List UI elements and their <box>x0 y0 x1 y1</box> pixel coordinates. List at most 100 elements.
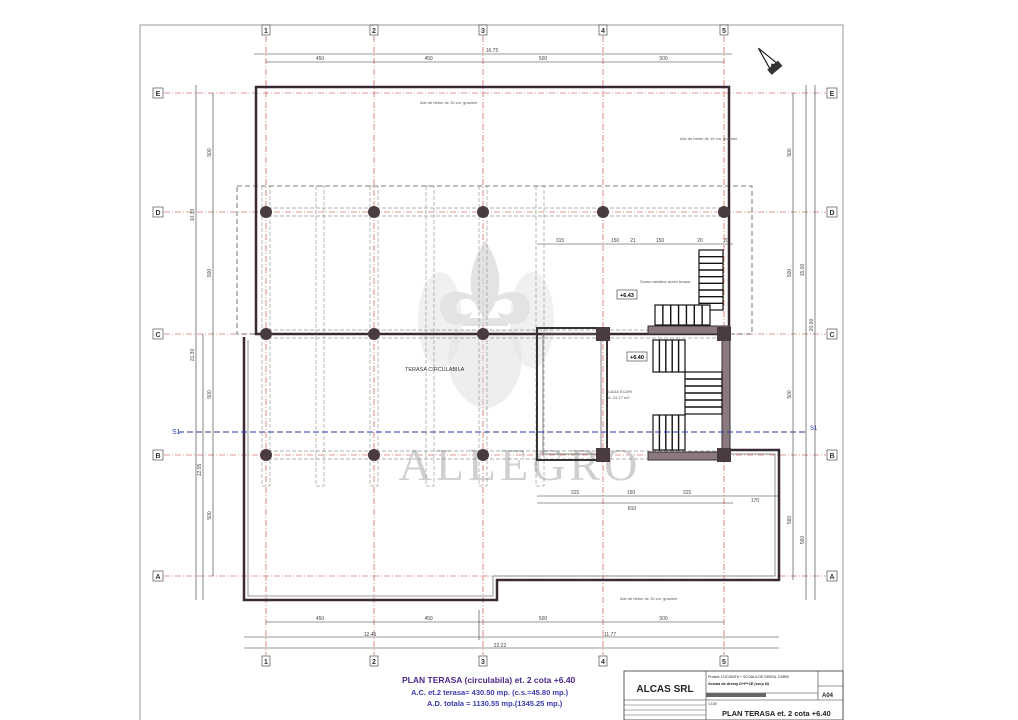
axis-label-2: 2 <box>372 28 376 35</box>
dimension-label: 15.00 <box>800 264 806 277</box>
dimension-label: 170 <box>751 498 760 504</box>
column <box>597 206 609 218</box>
axis-label-C: C <box>155 332 160 339</box>
north-arrow-icon <box>757 47 783 75</box>
level-mark-box <box>616 289 638 300</box>
axis-label-D: D <box>829 210 834 217</box>
axis-label-4: 4 <box>601 659 605 666</box>
dimension-label: 10.30 <box>190 209 196 222</box>
axis-bubble <box>152 87 164 99</box>
watermark: ALLEGRO <box>399 439 642 490</box>
axis-bubble <box>369 24 379 36</box>
dimension-label: 315 <box>556 238 565 244</box>
axis-label-A: A <box>829 574 834 581</box>
structural-columns <box>260 206 731 462</box>
axis-label-1: 1 <box>264 28 268 35</box>
stair-flight <box>652 339 686 373</box>
drawing-title: PLAN TERASA (circulabila) et. 2 cota +6.… <box>402 675 576 685</box>
axis-label-A: A <box>155 574 160 581</box>
parapet-note-top: Atic de beton de 15 cm. grosime <box>420 100 478 105</box>
dimension-label: 21.30 <box>190 349 196 362</box>
axis-bubble <box>478 655 488 667</box>
dimension-label: 450 <box>316 56 325 62</box>
axis-bubble <box>152 206 164 218</box>
dimension-label: 450 <box>316 616 325 622</box>
axis-bubble <box>598 24 608 36</box>
axis-label-5: 5 <box>722 28 726 35</box>
dimension-label: 450 <box>424 56 433 62</box>
parapet-note-bottom: Atic de beton de 15 cm. grosime <box>620 596 678 601</box>
dimension-label: 12.45 <box>364 632 377 638</box>
parapet-note-right: Atic de beton de 15 cm. grosime <box>680 136 738 141</box>
stair-flight <box>654 304 711 326</box>
axis-bubble <box>152 328 164 340</box>
axis-label-B: B <box>155 453 160 460</box>
axis-label-3: 3 <box>481 28 485 35</box>
column <box>260 449 272 461</box>
area-terrace: A.C. et.2 terasa= 430.50 mp. (c.s.=45.80… <box>411 688 569 697</box>
terrace-parapet-lower <box>242 337 781 602</box>
axis-bubble <box>826 206 838 218</box>
level-mark-640: +6.40 <box>630 355 644 361</box>
dimension-label: 16.75 <box>486 48 499 54</box>
dimension-label: 150 <box>627 490 636 496</box>
stair-room-area: A: 24.17 m2 <box>608 395 630 400</box>
dimension-label: 500 <box>539 616 548 622</box>
column <box>717 327 731 341</box>
dimension-label: 500 <box>787 148 793 157</box>
axis-label-3: 3 <box>481 659 485 666</box>
stair-wall-right <box>721 325 731 461</box>
axis-label-C: C <box>829 332 834 339</box>
beam <box>315 185 325 487</box>
axis-bubble <box>369 655 379 667</box>
dimension-label: 150 <box>656 238 665 244</box>
dimension-label: 560 <box>800 536 806 545</box>
dimension-label: 11.77 <box>604 632 616 638</box>
stair-room-left-wall <box>536 327 608 461</box>
stair-room-inner-wall <box>542 333 602 455</box>
axis-label-E: E <box>156 91 161 98</box>
dimension-label: 500 <box>207 390 213 399</box>
dimension-label: 560 <box>787 516 793 525</box>
column <box>368 206 380 218</box>
dimension-label: 500 <box>539 56 548 62</box>
axis-label-D: D <box>155 210 160 217</box>
axis-label-5: 5 <box>722 659 726 666</box>
level-mark-box <box>626 351 648 362</box>
title-block <box>623 670 844 720</box>
axis-bubble <box>152 570 164 582</box>
beam <box>425 185 435 487</box>
dimension-label: 500 <box>207 148 213 157</box>
scale-value: 1:100 <box>708 702 717 706</box>
section-label-left: S1 <box>172 429 181 436</box>
column <box>717 448 731 462</box>
section-label-right: S1 <box>810 426 818 432</box>
column <box>718 206 730 218</box>
stair-wall-bottom <box>647 451 729 461</box>
axis-bubble <box>826 570 838 582</box>
level-mark-643: +6.43 <box>620 293 634 299</box>
dimension-label: 20.00 <box>809 319 815 332</box>
dimension-label: 20 <box>697 238 703 244</box>
axis-label-2: 2 <box>372 659 376 666</box>
axis-bubble <box>826 328 838 340</box>
axis-bubble <box>261 655 271 667</box>
drawing-name: PLAN TERASA et. 2 cota +6.40 <box>722 709 831 718</box>
column <box>477 328 489 340</box>
dimension-label: 12.05 <box>197 464 203 477</box>
dimension-label: 500 <box>787 390 793 399</box>
axis-bubble <box>261 24 271 36</box>
axis-label-1: 1 <box>264 659 268 666</box>
column <box>368 328 380 340</box>
stair-note: Scara metalica acces terasa <box>640 279 691 284</box>
axis-label-B: B <box>829 453 834 460</box>
axis-bubble <box>826 449 838 461</box>
column <box>596 448 610 462</box>
building-name: Scoala de dresaj D+P+1E (corp B) <box>708 682 770 686</box>
dimension-label: 20 <box>723 238 729 244</box>
stair-room-label: CASA SCARI <box>608 389 632 394</box>
axis-bubble <box>478 24 488 36</box>
axis-label-4: 4 <box>601 28 605 35</box>
